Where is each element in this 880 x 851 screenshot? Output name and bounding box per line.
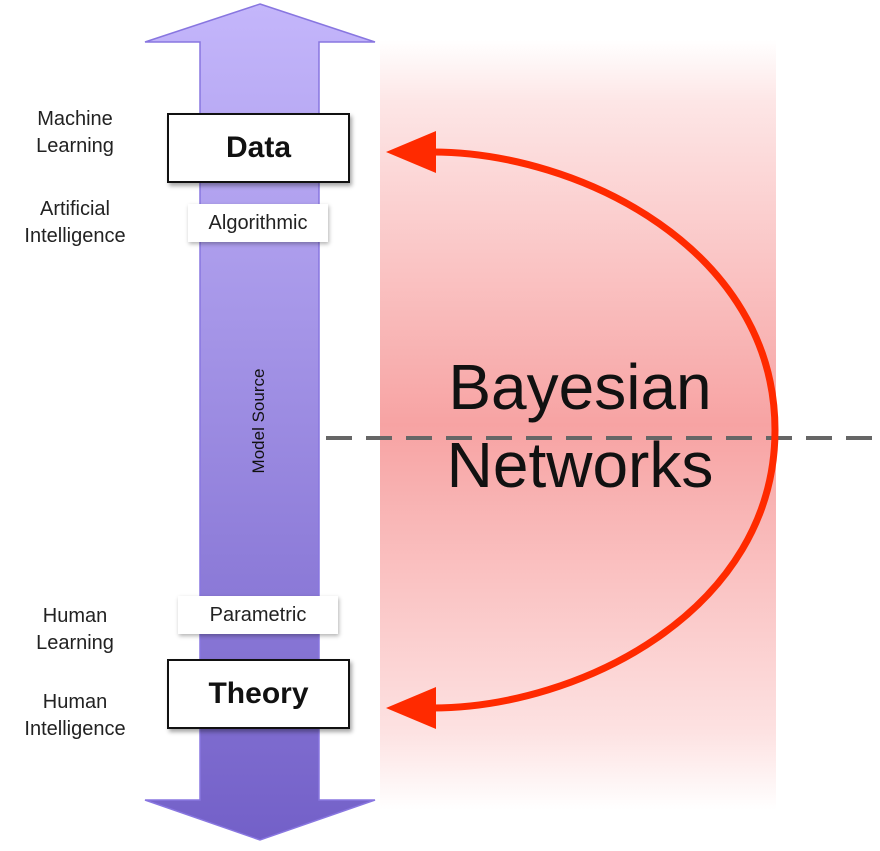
title-line-1: Bayesian (448, 351, 712, 423)
bayesian-networks-title: Bayesian Networks (400, 348, 760, 504)
feedback-curve (431, 148, 779, 712)
artificial-intelligence-label: Artificial Intelligence (0, 196, 150, 250)
arrowhead-to-data (386, 131, 436, 173)
algorithmic-chip: Algorithmic (188, 204, 328, 242)
arrowhead-to-theory (386, 687, 436, 729)
title-line-2: Networks (446, 429, 714, 501)
label-line: Learning (36, 135, 114, 157)
data-box: Data (167, 113, 350, 183)
theory-box: Theory (167, 659, 350, 729)
machine-learning-label: Machine Learning (0, 106, 150, 160)
label-line: Learning (36, 632, 114, 654)
human-intelligence-label: Human Intelligence (0, 689, 150, 743)
label-line: Human (42, 605, 108, 627)
label-line: Human (42, 691, 108, 713)
label-line: Artificial (39, 198, 110, 220)
parametric-chip: Parametric (178, 596, 338, 634)
label-line: Intelligence (24, 225, 126, 247)
label-line: Machine (37, 108, 113, 130)
model-source-label: Model Source (249, 368, 268, 474)
label-line: Intelligence (24, 718, 126, 740)
human-learning-label: Human Learning (0, 603, 150, 657)
